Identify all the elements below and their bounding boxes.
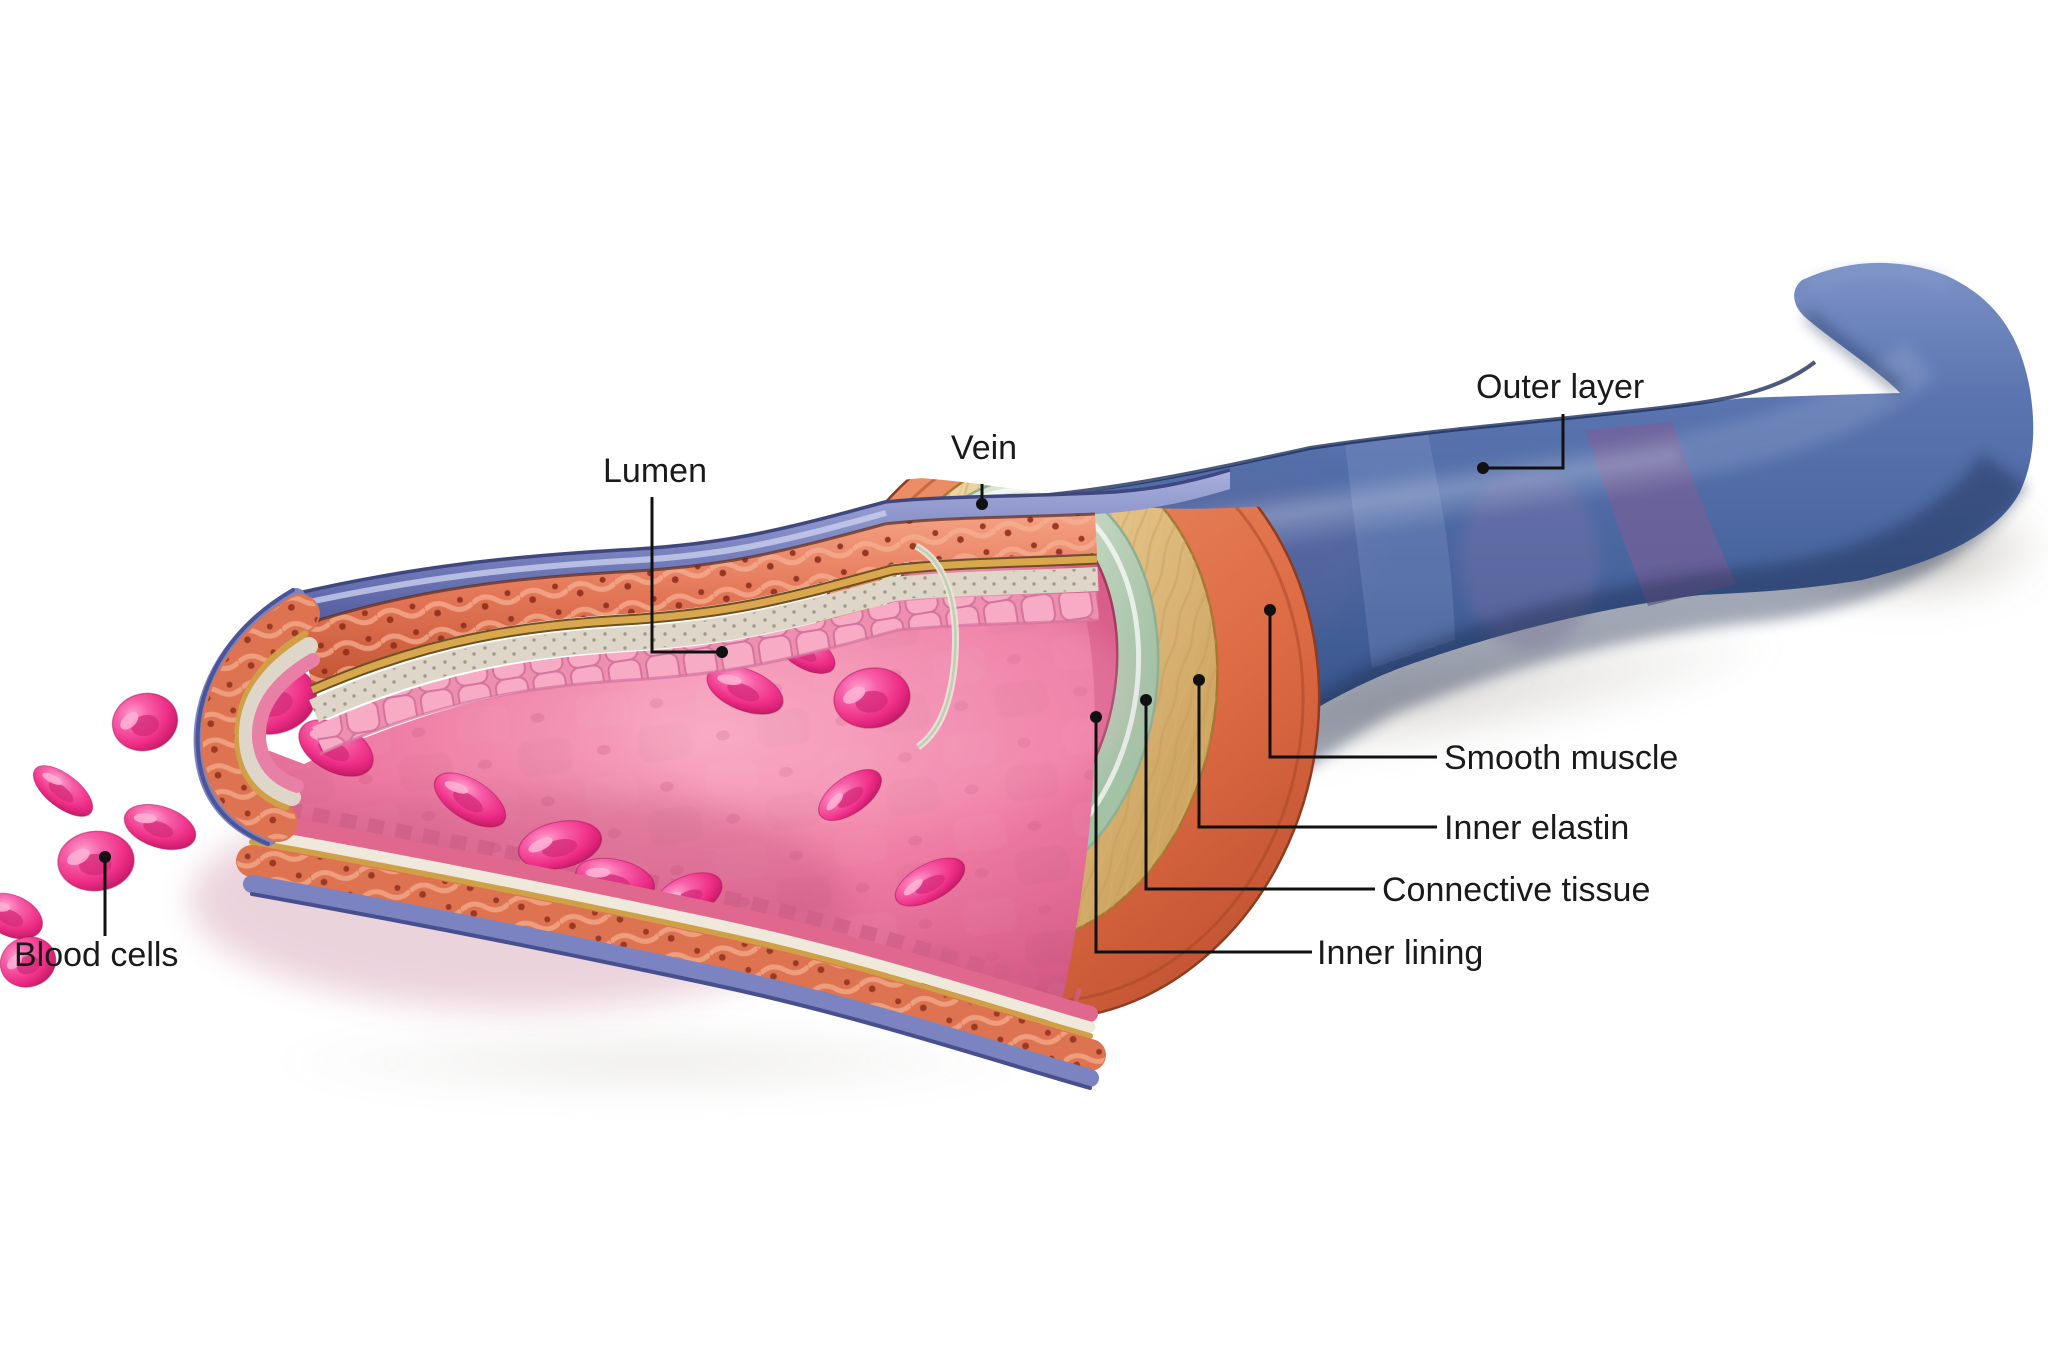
cap-muscle-texture [202, 596, 318, 840]
leader-connective-tissue [1144, 700, 1375, 891]
outer-rim-top-edge [293, 468, 1231, 596]
muscle-top-edge-line [299, 512, 1096, 628]
outer-rim-ribbon [294, 470, 1230, 626]
dot-smooth-muscle [1264, 604, 1276, 616]
smooth-muscle-ribbon-texture [300, 514, 1097, 686]
label-smooth-muscle: Smooth muscle [1444, 739, 1678, 777]
label-connective-tissue: Connective tissue [1382, 871, 1650, 909]
cap-lining [251, 653, 320, 793]
smooth-muscle-texture [237, 846, 1105, 1070]
dot-outer-layer [1477, 462, 1489, 474]
elastin-gold-line [310, 555, 1098, 694]
label-inner-lining: Inner lining [1317, 934, 1483, 972]
hook-highlight [1808, 266, 1950, 290]
dot-vein [976, 498, 988, 510]
vein-outer-layer-tube [978, 262, 2034, 1031]
label-outer-layer: Outer layer [1476, 368, 1644, 406]
connective-tissue-stipple [309, 568, 1099, 722]
palisade-bottom-edge [319, 618, 1099, 756]
blood-cell-labeled [55, 828, 137, 894]
inner-lining-palisade [312, 592, 1099, 753]
dot-inner-elastin [1193, 674, 1205, 686]
leader-lines [103, 414, 1565, 954]
dot-inner-lining [1090, 711, 1102, 723]
leader-inner-lining [1094, 717, 1312, 954]
leader-lumen [650, 497, 719, 654]
left-end-cap [193, 588, 320, 846]
cap-outer-edge [195, 588, 295, 846]
near-wall-bands [236, 812, 1106, 1090]
leader-inner-elastin [1197, 680, 1437, 829]
label-vein: Vein [951, 429, 1017, 467]
dot-lumen [716, 646, 728, 658]
outer-rim-highlight [299, 510, 887, 607]
tube-top-edge [985, 360, 1817, 502]
connective-tissue-band [246, 827, 1096, 1033]
outer-rim-band [243, 875, 1099, 1087]
leader-smooth-muscle [1268, 610, 1437, 759]
label-lumen: Lumen [603, 452, 707, 490]
hook-inner-shade [1804, 311, 1904, 394]
outer-rim-edge [250, 892, 1092, 1090]
trough-shadow [260, 1022, 1040, 1102]
cut-edge-curl-green [915, 544, 957, 749]
inner-lining-band [244, 812, 1098, 1022]
cap-gold-line [234, 630, 309, 811]
inner-tube-cut-edge [914, 542, 959, 750]
leader-dots [99, 462, 1489, 863]
far-wall-layer-ribbons [293, 468, 1231, 756]
labels: Outer layer Vein Lumen Blood cells Smoot… [14, 368, 1678, 974]
leader-outer-layer [1483, 414, 1565, 470]
blood-cell [24, 755, 102, 827]
label-inner-elastin: Inner elastin [1444, 809, 1629, 847]
label-blood-cells: Blood cells [14, 936, 178, 974]
blood-cell [105, 685, 185, 759]
cap-connective [238, 637, 318, 806]
elastin-gold-band [249, 839, 1093, 1039]
dot-connective-tissue [1140, 694, 1152, 706]
dot-blood-cells [99, 851, 111, 863]
